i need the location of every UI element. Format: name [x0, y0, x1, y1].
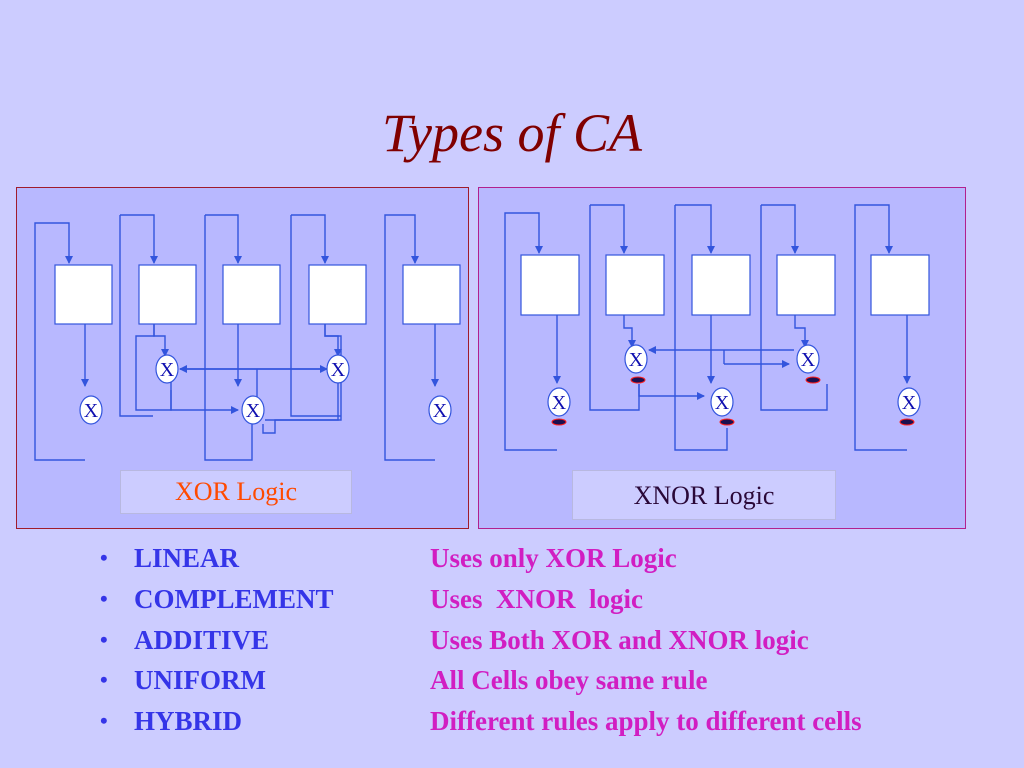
ca-type-description: All Cells obey same rule	[430, 665, 708, 696]
ca-cell	[222, 264, 281, 325]
ca-cell	[402, 264, 461, 325]
xor-gate	[428, 395, 452, 425]
xnor-caption: XNOR Logic	[572, 470, 836, 520]
gate-label: X	[246, 400, 261, 422]
xor-gate	[155, 354, 179, 384]
xnor-circuit: X X X X X	[504, 204, 930, 451]
xor-logic-diagram: X X X X X XOR Logic	[16, 187, 469, 529]
ca-type-description: Different rules apply to different cells	[430, 706, 862, 737]
ca-type-term: ADDITIVE	[134, 624, 270, 655]
xor-gate	[241, 395, 265, 425]
bullet-icon: •	[100, 667, 108, 693]
inverter-bubble	[551, 418, 567, 426]
ca-cell	[54, 264, 113, 325]
inverter-bubble	[630, 376, 646, 384]
gate-label: X	[433, 400, 448, 422]
xnor-gate	[710, 387, 734, 417]
gate-label: X	[84, 400, 99, 422]
xnor-gate	[624, 344, 648, 374]
xor-caption: XOR Logic	[120, 470, 352, 514]
ca-type-description: Uses only XOR Logic	[430, 543, 677, 573]
gate-label: X	[715, 392, 730, 414]
ca-cell	[691, 254, 751, 316]
ca-type-description: Uses Both XOR and XNOR logic	[430, 624, 809, 655]
bullet-icon: •	[100, 585, 108, 611]
xnor-gate	[547, 387, 571, 417]
gate-label: X	[801, 349, 816, 371]
ca-cell	[520, 254, 580, 316]
ca-cell	[138, 264, 197, 325]
gate-label: X	[160, 359, 175, 381]
bullet-icon: •	[100, 626, 108, 652]
bullet-icon: •	[100, 545, 108, 570]
ca-cell	[605, 254, 665, 316]
xnor-gate	[897, 387, 921, 417]
gate-label: X	[552, 392, 567, 414]
ca-cell	[870, 254, 930, 316]
ca-type-term: LINEAR	[134, 543, 240, 573]
xnor-logic-diagram: X X X X X XNOR Logic	[478, 187, 966, 529]
bullet-icon: •	[100, 708, 108, 734]
gate-label: X	[331, 359, 346, 381]
xor-gate	[326, 354, 350, 384]
slide-title: Types of CA	[382, 103, 642, 163]
ca-cell	[308, 264, 367, 325]
gate-label: X	[902, 392, 917, 414]
gate-label: X	[629, 349, 644, 371]
xor-circuit: X X X X X	[34, 214, 461, 461]
inverter-bubble	[719, 418, 735, 426]
ca-type-description: Uses XNOR logic	[430, 583, 643, 614]
xnor-gate	[796, 344, 820, 374]
inverter-bubble	[805, 376, 821, 384]
ca-type-term: COMPLEMENT	[134, 583, 334, 614]
ca-cell	[776, 254, 836, 316]
xor-gate	[79, 395, 103, 425]
ca-type-term: HYBRID	[134, 706, 243, 737]
inverter-bubble	[899, 418, 915, 426]
ca-type-term: UNIFORM	[134, 665, 266, 696]
